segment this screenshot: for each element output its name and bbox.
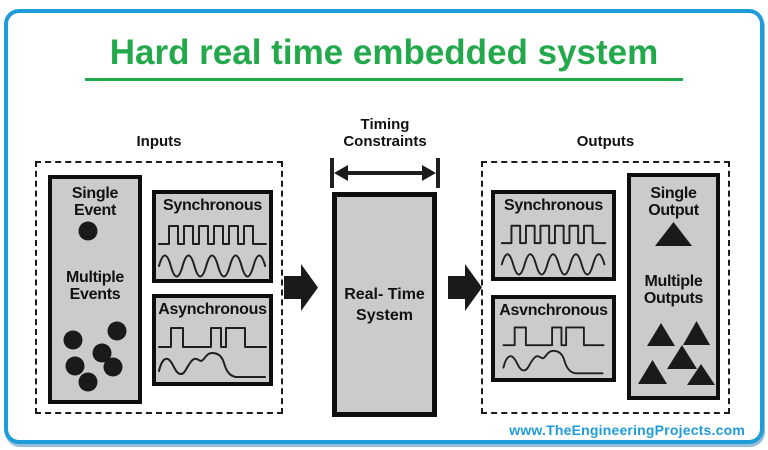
asynchronous-waves-icon [502, 326, 605, 375]
input-events-box: Single Event Multiple Events [48, 175, 142, 404]
single-event-label: Single Event [71, 185, 119, 219]
output-events-box: Single Output Multiple Outputs [627, 173, 720, 400]
real-time-system-label: Real- Time System [344, 285, 425, 324]
input-synchronous-box: Synchronous [152, 190, 273, 283]
multiple-outputs-label: Multiple Outputs [643, 273, 704, 307]
synchronous-waves-icon [158, 225, 267, 278]
output-asynchronous-box: Asvnchronous [491, 295, 616, 382]
inputs-section-label: Inputs [136, 133, 182, 150]
inputs-group-box [35, 161, 283, 414]
input-asynchronous-label: Asynchronous [158, 301, 267, 318]
output-triangles-icon [638, 222, 715, 385]
event-dots-icon [63, 221, 127, 392]
output-synchronous-label: Synchronous [504, 197, 603, 214]
asynchronous-waves-icon [158, 327, 267, 378]
page-title: Hard real time embedded system [109, 33, 659, 72]
outputs-section-label: Outputs [576, 133, 635, 150]
watermark-url: www.TheEngineeringProjects.com [509, 422, 745, 438]
single-output-label: Single Output [648, 185, 699, 219]
timing-span-arrow-icon [330, 158, 440, 188]
outputs-group-box [481, 161, 730, 414]
multiple-events-label: Multiple Events [65, 269, 125, 303]
output-synchronous-box: Synchronous [491, 190, 616, 281]
input-synchronous-label: Synchronous [163, 197, 262, 214]
title-underline [85, 78, 683, 81]
input-asynchronous-box: Asynchronous [152, 294, 273, 386]
output-flow-arrow-icon [448, 264, 482, 311]
real-time-system-box: Real- Time System [332, 192, 437, 417]
synchronous-waves-icon [500, 224, 607, 276]
timing-constraints-label: Timing Constraints [343, 116, 427, 150]
output-asynchronous-label: Asvnchronous [499, 302, 608, 319]
input-flow-arrow-icon [284, 264, 318, 311]
page-border [4, 9, 764, 444]
